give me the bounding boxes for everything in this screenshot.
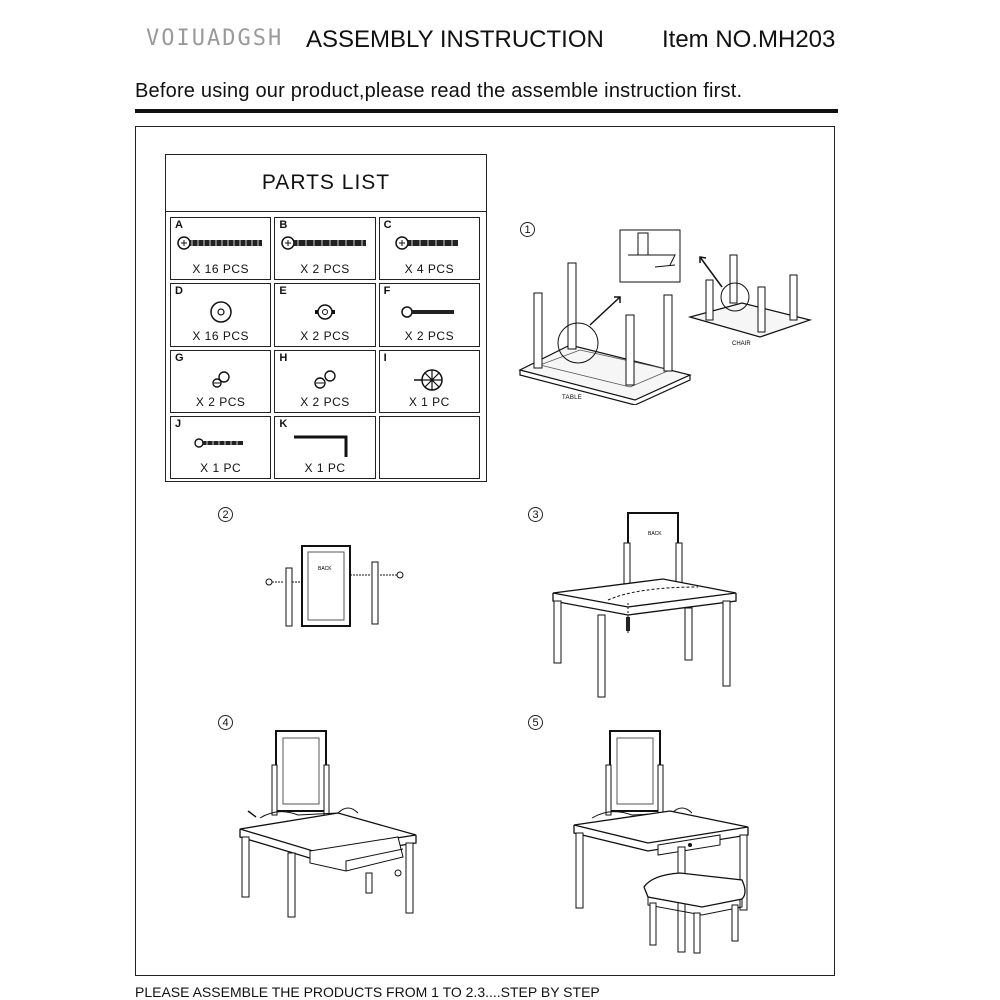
table-leg-shape bbox=[553, 600, 562, 664]
parts-list: PARTS LIST A X 16 PCS B X 2 PCS C X 4 PC… bbox=[165, 154, 487, 482]
part-qty: X 2 PCS bbox=[300, 394, 350, 409]
allen-key-icon bbox=[293, 435, 348, 457]
item-number: Item NO.MH203 bbox=[662, 26, 836, 53]
table-leg-shape bbox=[684, 607, 693, 661]
step-2-illustration: BACK bbox=[265, 545, 404, 627]
part-cell-f: F X 2 PCS bbox=[378, 283, 480, 347]
part-cell-j: J X 1 PC bbox=[170, 415, 272, 479]
part-qty: X 16 PCS bbox=[192, 328, 250, 343]
short-screw-icon bbox=[395, 236, 459, 250]
chair-label: CHAIR bbox=[732, 341, 751, 347]
part-qty: X 16 PCS bbox=[192, 262, 250, 277]
knob-icon bbox=[688, 843, 692, 847]
part-letter: I bbox=[383, 351, 387, 364]
mirror-post-shape bbox=[285, 567, 293, 627]
step-2-number: 2 bbox=[218, 507, 233, 522]
knob-icon bbox=[414, 368, 444, 391]
step-5-number: 5 bbox=[528, 715, 543, 730]
cam-lock-icon bbox=[211, 370, 230, 388]
drawer-shape bbox=[309, 836, 404, 872]
table-leg-shape bbox=[739, 834, 748, 911]
parts-list-title: PARTS LIST bbox=[166, 155, 486, 212]
part-cell-b: B X 2 PCS bbox=[274, 217, 376, 281]
part-letter: H bbox=[279, 351, 288, 364]
part-qty: X 2 PCS bbox=[404, 328, 455, 343]
part-qty: X 2 PCS bbox=[300, 328, 350, 343]
stool-seat-shape bbox=[643, 872, 746, 908]
instruction-frame bbox=[135, 126, 835, 976]
detail-box-shape bbox=[619, 229, 681, 283]
table-label: TABLE bbox=[562, 395, 582, 401]
table-leg-shape bbox=[722, 600, 731, 687]
part-cell-i: I X 1 PC bbox=[378, 349, 480, 413]
step-1-illustration: TABLE CHAIR bbox=[518, 229, 813, 405]
part-cell-c: C X 4 PCS bbox=[378, 217, 480, 281]
step-4-illustration bbox=[239, 730, 417, 918]
table-leg-shape bbox=[287, 852, 296, 918]
table-leg-shape bbox=[365, 872, 373, 894]
step-3-number: 3 bbox=[528, 507, 543, 522]
knob-icon bbox=[394, 869, 402, 877]
part-letter: D bbox=[175, 285, 183, 298]
table-leg-shape bbox=[533, 292, 543, 369]
table-leg-shape bbox=[405, 842, 414, 914]
step-1-number: 1 bbox=[520, 222, 535, 237]
back-label: BACK bbox=[648, 531, 662, 537]
part-qty: X 2 PCS bbox=[300, 262, 350, 277]
detail-circle bbox=[557, 322, 599, 364]
brand-logo: VOIUADGSH bbox=[146, 26, 284, 51]
step-3-illustration: BACK bbox=[552, 512, 737, 698]
part-letter: J bbox=[175, 417, 182, 430]
table-leg-shape bbox=[625, 314, 635, 386]
part-letter: F bbox=[383, 285, 391, 298]
document-title: ASSEMBLY INSTRUCTION bbox=[306, 26, 604, 53]
washer-icon bbox=[209, 301, 232, 323]
part-qty: X 4 PCS bbox=[404, 262, 455, 277]
part-letter: E bbox=[279, 285, 287, 298]
tabletop-shape bbox=[573, 810, 749, 844]
long-screw-icon bbox=[176, 236, 262, 250]
mirror-post-shape bbox=[371, 561, 379, 625]
part-qty: X 1 PC bbox=[408, 394, 450, 409]
part-cell-h: H X 2 PCS bbox=[274, 349, 376, 413]
mirror-frame-shape bbox=[627, 512, 679, 586]
step-5-illustration bbox=[573, 730, 749, 954]
part-letter: B bbox=[279, 219, 288, 231]
bolt-icon bbox=[401, 306, 455, 318]
instruction-subtitle: Before using our product,please read the… bbox=[135, 80, 743, 102]
part-letter: A bbox=[175, 219, 183, 231]
table-leg-shape bbox=[575, 832, 584, 909]
part-cell-a: A X 16 PCS bbox=[170, 217, 272, 281]
part-letter: K bbox=[279, 417, 288, 430]
table-leg-shape bbox=[241, 836, 250, 898]
footer-note: PLEASE ASSEMBLE THE PRODUCTS FROM 1 TO 2… bbox=[135, 984, 600, 1000]
table-leg-shape bbox=[663, 294, 673, 372]
table-leg-shape bbox=[597, 614, 606, 698]
table-leg-shape bbox=[567, 262, 577, 350]
part-cell-e: E X 2 PCS bbox=[274, 283, 376, 347]
part-cell-k: K X 1 PC bbox=[274, 415, 376, 479]
part-cell-d: D X 16 PCS bbox=[170, 283, 272, 347]
mirror-frame-shape bbox=[275, 730, 327, 812]
part-letter: G bbox=[175, 351, 184, 364]
cam-lock-icon bbox=[314, 369, 336, 389]
part-letter: C bbox=[383, 219, 392, 231]
part-cell-g: G X 2 PCS bbox=[170, 349, 272, 413]
part-qty: X 1 PC bbox=[200, 461, 242, 475]
back-label: BACK bbox=[318, 566, 332, 572]
long-screw-icon bbox=[281, 236, 366, 250]
header-rule bbox=[135, 109, 838, 113]
part-cell-empty bbox=[378, 415, 480, 479]
parts-grid: A X 16 PCS B X 2 PCS C X 4 PCS D X 16 PC… bbox=[170, 217, 480, 479]
chair-seat-shape bbox=[687, 302, 813, 338]
nut-icon bbox=[314, 304, 335, 320]
part-qty: X 2 PCS bbox=[195, 394, 246, 409]
part-qty: X 1 PC bbox=[304, 461, 346, 475]
tabletop-shape bbox=[552, 578, 737, 608]
mirror-frame-shape bbox=[301, 545, 351, 627]
step-4-number: 4 bbox=[218, 715, 233, 730]
screw-icon bbox=[193, 438, 243, 448]
